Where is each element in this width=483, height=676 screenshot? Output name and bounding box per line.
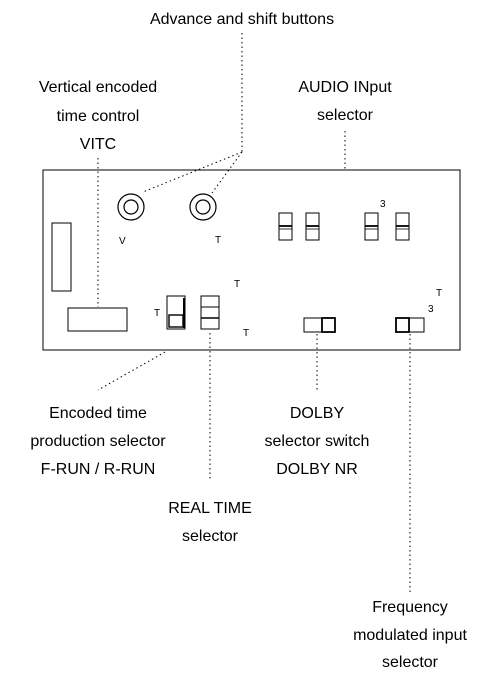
encoded-leader [97,351,166,391]
vitc-control[interactable] [67,307,128,332]
audio-3-marker: 3 [380,199,386,210]
audio-label-line-2: selector [317,107,374,124]
vitc-label-line-3: VITC [80,136,116,153]
side-slot [51,222,72,292]
realtime-t-left-marker: T [154,308,160,319]
frequency-label-line-1: Frequency [372,599,448,616]
dolby-selector-switch[interactable] [303,317,336,333]
dolby-label-line-2: selector switch [265,433,370,450]
realtime-label-line-1: REAL TIME [168,500,252,517]
vitc-label-line-1: Vertical encoded [39,79,157,96]
encoded-time-selector-switch[interactable] [166,295,186,330]
shift-button[interactable] [189,193,217,221]
realtime-label-line-2: selector [182,528,239,545]
freq-t-marker: T [436,288,442,299]
frequency-input-selector-switch[interactable] [395,317,425,333]
button-t-marker: T [215,235,221,246]
frequency-label-line-2: modulated input [353,627,467,644]
button-v-marker: V [119,236,126,247]
encoded-label-line-1: Encoded time [49,405,147,422]
encoded-label-line-3: F-RUN / R-RUN [41,461,156,478]
realtime-t-top-marker: T [234,279,240,290]
encoded-label-line-2: production selector [30,433,166,450]
real-time-selector-switch[interactable] [200,295,220,330]
frequency-label-line-3: selector [382,654,439,671]
audio-switch-2[interactable] [305,212,320,241]
realtime-t-bottom-marker: T [243,328,249,339]
audio-switch-4[interactable] [395,212,410,241]
advance-button[interactable] [117,193,145,221]
audio-switch-1[interactable] [278,212,293,241]
vitc-label-line-2: time control [57,108,140,125]
advance-shift-label: Advance and shift buttons [150,11,334,28]
freq-3-marker: 3 [428,304,434,315]
dolby-label-line-3: DOLBY NR [276,461,358,478]
audio-label-line-1: AUDIO INput [298,79,392,96]
audio-switch-3[interactable] [364,212,379,241]
dolby-label-line-1: DOLBY [290,405,345,422]
